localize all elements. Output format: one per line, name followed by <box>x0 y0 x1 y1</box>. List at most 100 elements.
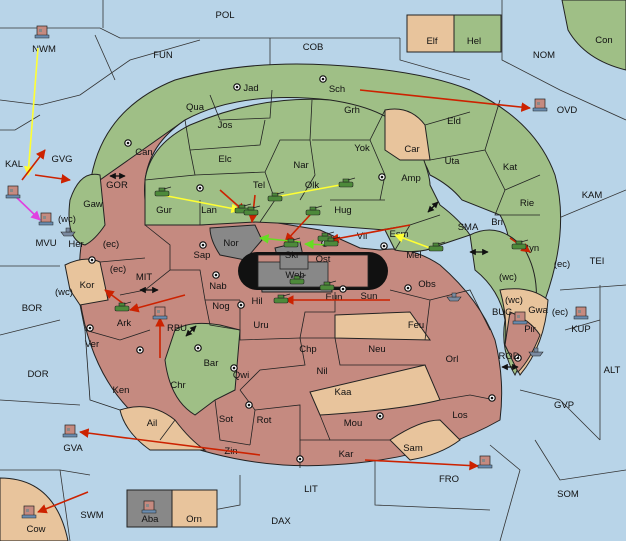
region-label-hug[interactable]: Hug <box>334 205 351 216</box>
sea-label-bor[interactable]: BOR <box>22 303 43 314</box>
region-label-car[interactable]: Car <box>404 144 419 155</box>
region-label-ark[interactable]: Ark <box>117 318 132 329</box>
region-label-feu[interactable]: Feu <box>408 320 424 331</box>
region-label-ost[interactable]: Ost <box>316 254 331 265</box>
sea-label-nom[interactable]: NOM <box>533 50 555 61</box>
region-label-her[interactable]: Her <box>68 239 83 250</box>
army-unit-icon[interactable] <box>319 280 337 291</box>
sea-label-alt[interactable]: ALT <box>604 365 621 376</box>
home-box-hel[interactable] <box>453 14 502 53</box>
army-unit-icon[interactable] <box>267 191 285 202</box>
depot-marker-icon[interactable] <box>532 98 548 112</box>
army-unit-icon[interactable] <box>114 301 132 312</box>
region-label-nar[interactable]: Nar <box>293 160 308 171</box>
region-label-sun[interactable]: Sun <box>361 291 378 302</box>
army-unit-icon[interactable] <box>323 236 341 247</box>
region-label-nil[interactable]: Nil <box>316 366 327 377</box>
sea-label-pol[interactable]: POL <box>215 10 234 21</box>
region-label-kar[interactable]: Kar <box>339 449 354 460</box>
depot-marker-icon[interactable] <box>5 185 21 199</box>
depot-marker-icon[interactable] <box>21 505 37 519</box>
region-label-kor[interactable]: Kor <box>80 280 95 291</box>
sea-label-rod[interactable]: ROD <box>498 351 519 362</box>
home-box-orn[interactable] <box>171 489 218 528</box>
region-label-elc[interactable]: Elc <box>218 154 231 165</box>
depot-marker-icon[interactable] <box>141 500 157 514</box>
sea-label-dor[interactable]: DOR <box>27 369 48 380</box>
region-label-gur[interactable]: Gur <box>156 205 172 216</box>
region-label-mel[interactable]: Mel <box>406 250 421 261</box>
sea-label-fro[interactable]: FRO <box>439 474 459 485</box>
region-label-eld[interactable]: Eld <box>447 116 461 127</box>
sea-label-con[interactable]: Con <box>595 35 612 46</box>
region-label-uru[interactable]: Uru <box>253 320 268 331</box>
offmap-label-gva[interactable]: GVA <box>63 443 83 454</box>
region-label-qua[interactable]: Qua <box>186 102 205 113</box>
army-unit-icon[interactable] <box>511 239 529 250</box>
fleet-unit-icon[interactable] <box>446 292 462 302</box>
sea-label-cob[interactable]: COB <box>303 42 324 53</box>
region-label-obs[interactable]: Obs <box>418 279 436 290</box>
region-label-sap[interactable]: Sap <box>194 250 211 261</box>
offmap-label-cow[interactable]: Cow <box>26 524 45 535</box>
offmap-label-kup[interactable]: KUP <box>571 324 591 335</box>
depot-marker-icon[interactable] <box>477 455 493 469</box>
region-label-rie[interactable]: Rie <box>520 198 534 209</box>
depot-marker-icon[interactable] <box>34 25 50 39</box>
region-label-orl[interactable]: Orl <box>446 354 459 365</box>
region-label-jad[interactable]: Jad <box>243 83 258 94</box>
region-label-nab[interactable]: Nab <box>209 281 226 292</box>
sea-label-dax[interactable]: DAX <box>271 516 291 527</box>
army-unit-icon[interactable] <box>283 237 301 248</box>
army-unit-icon[interactable] <box>338 177 356 188</box>
offmap-label-gvg[interactable]: GVG <box>51 154 72 165</box>
sea-label-lit[interactable]: LIT <box>304 484 318 495</box>
region-label-grh[interactable]: Grh <box>344 105 360 116</box>
region-label-sch[interactable]: Sch <box>329 84 345 95</box>
region-label-vil[interactable]: Vil <box>357 231 367 242</box>
region-label-lan[interactable]: Lan <box>201 205 217 216</box>
region-label-neu[interactable]: Neu <box>368 344 385 355</box>
region-label-olk[interactable]: Olk <box>305 180 320 191</box>
region-label-kaa[interactable]: Kaa <box>335 387 353 398</box>
offmap-label-kal[interactable]: KAL <box>5 159 23 170</box>
region-label-gaw[interactable]: Gaw <box>83 199 103 210</box>
fleet-unit-icon[interactable] <box>528 347 544 357</box>
army-unit-icon[interactable] <box>305 205 323 216</box>
region-label-amp[interactable]: Amp <box>401 173 421 184</box>
region-label-eun[interactable]: Eun <box>326 292 343 303</box>
offmap-label-nwm[interactable]: NWM <box>32 44 56 55</box>
region-label-sam[interactable]: Sam <box>403 443 423 454</box>
depot-marker-icon[interactable] <box>38 212 54 226</box>
army-unit-icon[interactable] <box>428 241 446 252</box>
sea-label-tei[interactable]: TEI <box>590 256 605 267</box>
sea-label-gor[interactable]: GOR <box>106 180 128 191</box>
army-unit-icon[interactable] <box>273 293 291 304</box>
sea-label-sma[interactable]: SMA <box>458 222 479 233</box>
sea-label-gvp[interactable]: GVP <box>554 400 574 411</box>
army-unit-icon[interactable] <box>154 186 172 197</box>
region-label-yok[interactable]: Yok <box>354 143 370 154</box>
region-label-bar[interactable]: Bar <box>204 358 219 369</box>
region-label-pir[interactable]: Pir <box>524 324 536 335</box>
region-label-ver[interactable]: Ver <box>85 339 99 350</box>
offmap-label-mvu[interactable]: MVU <box>35 238 56 249</box>
offmap-label-rbu[interactable]: RBU <box>167 323 187 334</box>
region-label-bri[interactable]: Bri <box>491 217 503 228</box>
depot-marker-icon[interactable] <box>573 306 589 320</box>
region-label-qwi[interactable]: Qwi <box>233 370 249 381</box>
region-label-byn[interactable]: Byn <box>523 243 539 254</box>
region-label-nog[interactable]: Nog <box>212 301 229 312</box>
region-label-web[interactable]: Web <box>285 270 304 281</box>
region-label-skr[interactable]: Skr <box>285 250 299 261</box>
fleet-unit-icon[interactable] <box>60 227 76 237</box>
sea-label-kam[interactable]: KAM <box>582 190 603 201</box>
sea-label-som[interactable]: SOM <box>557 489 579 500</box>
region-label-ken[interactable]: Ken <box>113 385 130 396</box>
depot-marker-icon[interactable] <box>512 311 528 325</box>
region-label-uta[interactable]: Uta <box>445 156 461 167</box>
region-label-can[interactable]: Can <box>135 147 152 158</box>
sea-label-swm[interactable]: SWM <box>80 510 103 521</box>
region-label-rot[interactable]: Rot <box>257 415 272 426</box>
region-label-los[interactable]: Los <box>452 410 468 421</box>
